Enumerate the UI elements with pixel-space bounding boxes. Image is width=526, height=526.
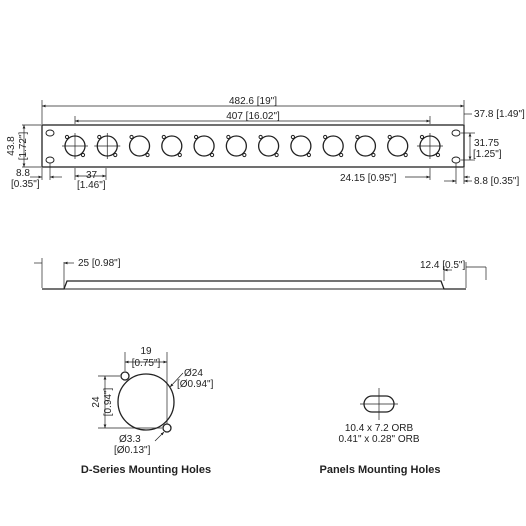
- orb-size-in: 0.41" x 0.28" ORB: [338, 434, 419, 445]
- side-view: 25 [0.98"] 12.4 [0.5"]: [34, 258, 487, 290]
- d-pitch-mm: 19: [140, 346, 152, 357]
- slot-vertical-in: [1.25"]: [473, 149, 502, 160]
- d-series-small-hole: [120, 371, 130, 381]
- d-diameter-in: [Ø0.94"]: [177, 379, 214, 390]
- connector-hole: [290, 134, 312, 158]
- connector-hole: [193, 134, 215, 158]
- side-profile: [42, 280, 466, 290]
- connector-holes: [62, 133, 443, 159]
- right-slot-offset-label: 8.8 [0.35"]: [474, 176, 519, 187]
- d-diameter-mm: Ø24: [184, 368, 203, 379]
- d-vertical-in: [0.94"]: [103, 387, 114, 416]
- height-in-label: [1.72"]: [18, 131, 29, 160]
- connector-hole: [416, 133, 443, 159]
- orb-slot-icon: [363, 395, 395, 413]
- mount-slot: [45, 156, 55, 164]
- connector-hole: [257, 134, 280, 158]
- left-slot-offset-mm: 8.8: [16, 168, 30, 179]
- connector-hole: [94, 133, 121, 159]
- connector-hole: [354, 134, 377, 158]
- connector-hole: [225, 134, 248, 158]
- mount-slot: [451, 129, 461, 137]
- d-series-main-hole: [117, 373, 175, 431]
- slot-vertical-mm: 31.75: [474, 138, 499, 149]
- connector-hole: [62, 133, 88, 159]
- connector-hole: [387, 134, 409, 158]
- hole-pitch-mm: 37: [86, 170, 98, 181]
- panel-holes-detail: 10.4 x 7.2 ORB 0.41" x 0.28" ORB Panels …: [319, 388, 441, 476]
- d-series-caption: D-Series Mounting Holes: [81, 464, 211, 476]
- connector-hole: [322, 134, 344, 158]
- height-mm-label: 43.8: [6, 136, 17, 156]
- d-small-hole-in: [Ø0.13"]: [114, 445, 151, 456]
- connector-hole: [128, 134, 151, 158]
- panel-outline: [41, 124, 465, 168]
- edge-hole-offset-label: 24.15 [0.95"]: [340, 173, 397, 184]
- d-vertical-mm: 24: [91, 396, 102, 408]
- hole-pitch-in: [1.46"]: [77, 180, 106, 191]
- hole-span-label: 407 [16.02"]: [226, 111, 280, 122]
- ear-width-label: 37.8 [1.49"]: [474, 109, 525, 120]
- left-slot-offset-in: [0.35"]: [11, 179, 40, 190]
- d-series-small-hole: [162, 423, 172, 433]
- overall-width-label: 482.6 [19"]: [229, 96, 277, 107]
- d-small-hole-mm: Ø3.3: [119, 434, 141, 445]
- orb-size-mm: 10.4 x 7.2 ORB: [345, 423, 414, 434]
- d-series-detail: 19 [0.75"] 24 [0.94"] Ø24 [Ø0.94"] Ø3.3 …: [81, 346, 214, 476]
- flange-left-label: 25 [0.98"]: [78, 258, 121, 269]
- mount-slot: [45, 129, 55, 137]
- connector-hole: [161, 134, 183, 158]
- mount-slot: [451, 156, 461, 164]
- panel-holes-caption: Panels Mounting Holes: [319, 464, 440, 476]
- front-view: 482.6 [19"] 407 [16.02"] 37.8 [1.49"] 43…: [6, 96, 525, 191]
- flange-right-label: 12.4 [0.5"]: [420, 260, 465, 271]
- d-pitch-in: [0.75"]: [132, 358, 161, 369]
